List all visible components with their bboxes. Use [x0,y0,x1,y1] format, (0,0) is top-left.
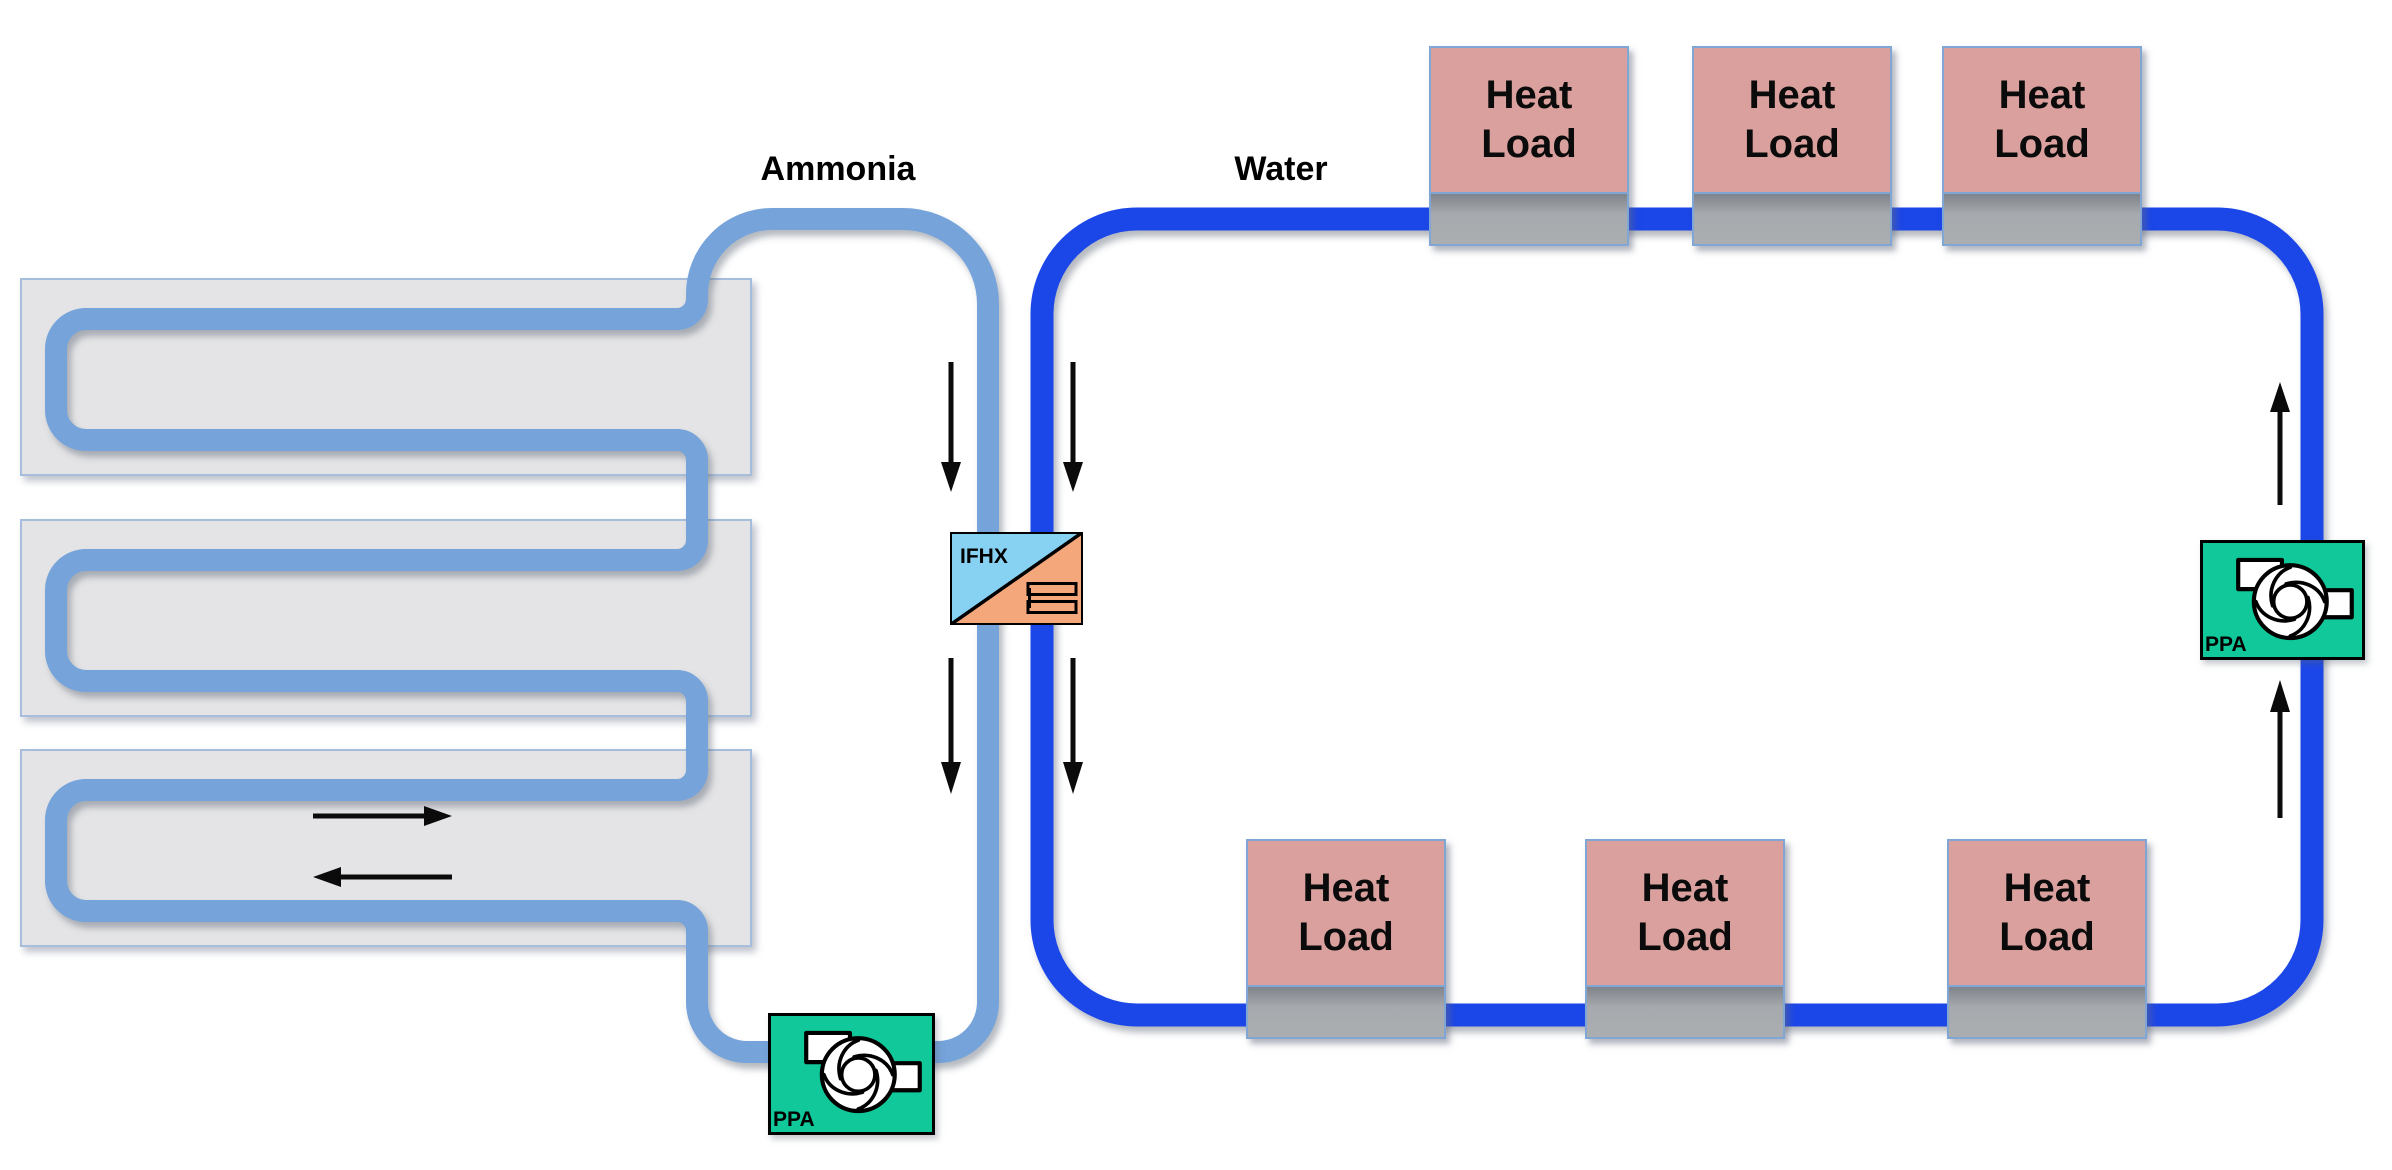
ppa-label: PPA [773,1108,815,1131]
pump-impeller-icon [804,1030,922,1114]
flow-arrow-up-water-lower [2270,680,2290,818]
heat-load-label: Heat Load [1637,866,1733,959]
flow-arrow-left-radiator [313,867,452,887]
flow-arrow-down-ammonia-above-ifhx [941,362,961,492]
ppa-pump-ammonia: PPA [768,1013,935,1135]
flow-arrow-down-ammonia-below-ifhx [941,658,961,794]
flow-arrow-down-water-above-ifhx [1063,362,1083,492]
heat-load-top-2: Heat Load [1692,46,1892,246]
heat-load-box: Heat Load [1942,46,2142,194]
ammonia-loop-label: Ammonia [760,150,916,188]
heat-exchanger-coil-icon [1026,582,1078,614]
flow-arrow-up-water-upper [2270,382,2290,505]
heat-load-interface [1947,987,2147,1039]
heat-load-interface [1585,987,1785,1039]
heat-load-bottom-3: Heat Load [1947,839,2147,1039]
ifhx-label: IFHX [960,545,1008,568]
heat-load-interface [1246,987,1446,1039]
heat-load-top-3: Heat Load [1942,46,2142,246]
heat-load-interface [1429,194,1629,246]
flow-arrow-right-radiator [313,806,452,826]
ifhx-heat-exchanger: IFHX [948,530,1085,627]
heat-load-interface [1692,194,1892,246]
heat-load-box: Heat Load [1429,46,1629,194]
heat-load-top-1: Heat Load [1429,46,1629,246]
heat-load-box: Heat Load [1947,839,2147,987]
heat-load-label: Heat Load [1744,73,1840,166]
ifhx-symbol: IFHX [948,530,1085,627]
flow-arrow-down-water-below-ifhx [1063,658,1083,794]
heat-load-interface [1942,194,2142,246]
pump-impeller-icon [2236,557,2354,641]
heat-load-bottom-1: Heat Load [1246,839,1446,1039]
heat-load-bottom-2: Heat Load [1585,839,1785,1039]
heat-load-box: Heat Load [1246,839,1446,987]
heat-load-label: Heat Load [1994,73,2090,166]
water-loop-label: Water [1234,150,1328,188]
ppa-label: PPA [2205,633,2247,656]
heat-load-box: Heat Load [1692,46,1892,194]
ifhx-diagonal [948,530,1085,627]
heat-load-label: Heat Load [1999,866,2095,959]
heat-load-label: Heat Load [1481,73,1577,166]
ammonia-loop-pipe [45,208,999,1063]
heat-load-box: Heat Load [1585,839,1785,987]
heat-load-label: Heat Load [1298,866,1394,959]
ppa-pump-water: PPA [2200,540,2365,660]
